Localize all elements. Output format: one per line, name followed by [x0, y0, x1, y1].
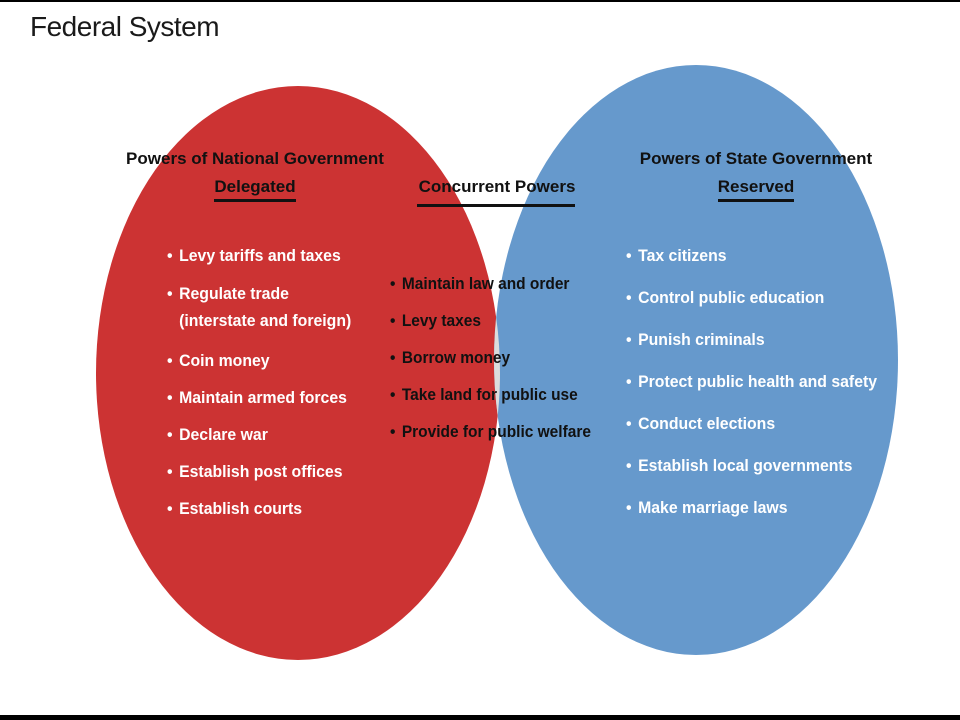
national-heading-group: Powers of National Government Delegated [100, 145, 410, 202]
state-heading: Powers of State Government [639, 149, 873, 168]
list-item: Levy tariffs and taxes [167, 242, 341, 269]
national-heading: Powers of National Government [126, 149, 384, 168]
list-item: Establish post offices [167, 458, 342, 485]
list-item: Borrow money [390, 344, 510, 371]
list-item: Provide for public welfare [390, 418, 591, 445]
page-title: Federal System [30, 11, 220, 42]
state-subheading: Reserved [717, 175, 795, 202]
list-item: Establish courts [167, 495, 302, 522]
national-subheading: Delegated [214, 175, 296, 202]
list-item: Make marriage laws [626, 494, 788, 521]
list-item: Levy taxes [390, 307, 481, 334]
bottom-border [0, 715, 960, 720]
concurrent-heading: Concurrent Powers [418, 177, 576, 196]
list-item: Regulate trade [167, 280, 289, 307]
list-item: Establish local governments [626, 452, 852, 479]
state-circle [494, 65, 898, 655]
list-item: Control public education [626, 284, 824, 311]
list-item: Declare war [167, 421, 268, 448]
list-item: Protect public health and safety [626, 368, 877, 395]
list-item: Coin money [167, 347, 270, 374]
list-item-continuation: (interstate and foreign) [179, 311, 352, 330]
concurrent-heading-underline [417, 204, 575, 207]
list-item: Tax citizens [626, 242, 727, 269]
list-item: Maintain law and order [390, 270, 569, 297]
list-item: Conduct elections [626, 410, 775, 437]
list-item: Maintain armed forces [167, 384, 347, 411]
list-item: Punish criminals [626, 326, 765, 353]
top-border [0, 0, 960, 2]
list-item: Take land for public use [390, 381, 578, 408]
state-heading-group: Powers of State Government Reserved [606, 145, 906, 202]
concurrent-heading-group: Concurrent Powers [392, 173, 602, 201]
